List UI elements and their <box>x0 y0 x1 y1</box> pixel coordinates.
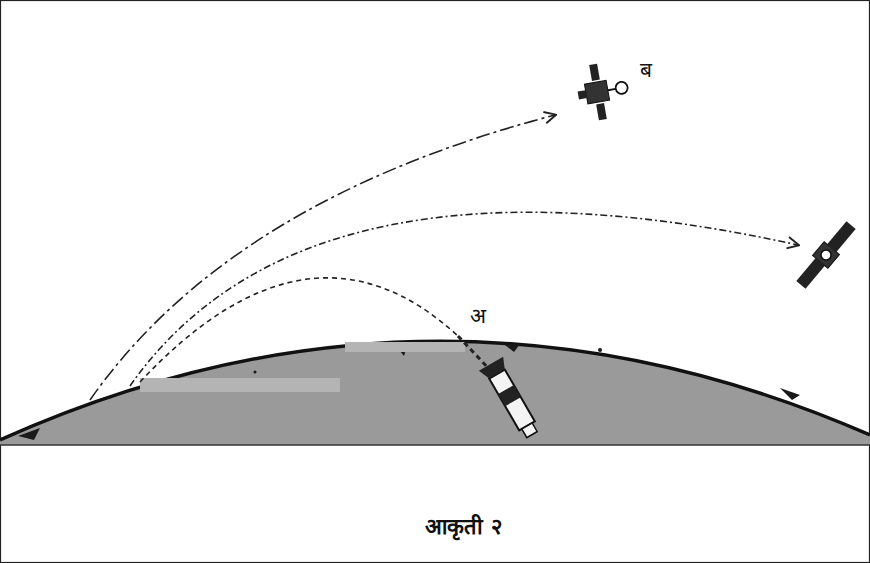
fall-trajectory <box>140 278 458 382</box>
earth-speckles <box>18 343 800 440</box>
satellite-symbol <box>793 219 858 292</box>
point-label: ब <box>640 58 652 83</box>
satellite-symbol <box>573 59 632 123</box>
earth-surface <box>0 341 870 445</box>
orbit-trajectory <box>130 212 798 386</box>
earth-outline <box>0 341 870 440</box>
point-label: अ <box>470 304 486 329</box>
earth-texture <box>140 342 465 392</box>
rocket-symbol <box>479 357 544 442</box>
figure-caption: आकृती २ <box>425 514 502 540</box>
escape-trajectory <box>90 115 555 400</box>
ground-edge <box>0 444 870 446</box>
